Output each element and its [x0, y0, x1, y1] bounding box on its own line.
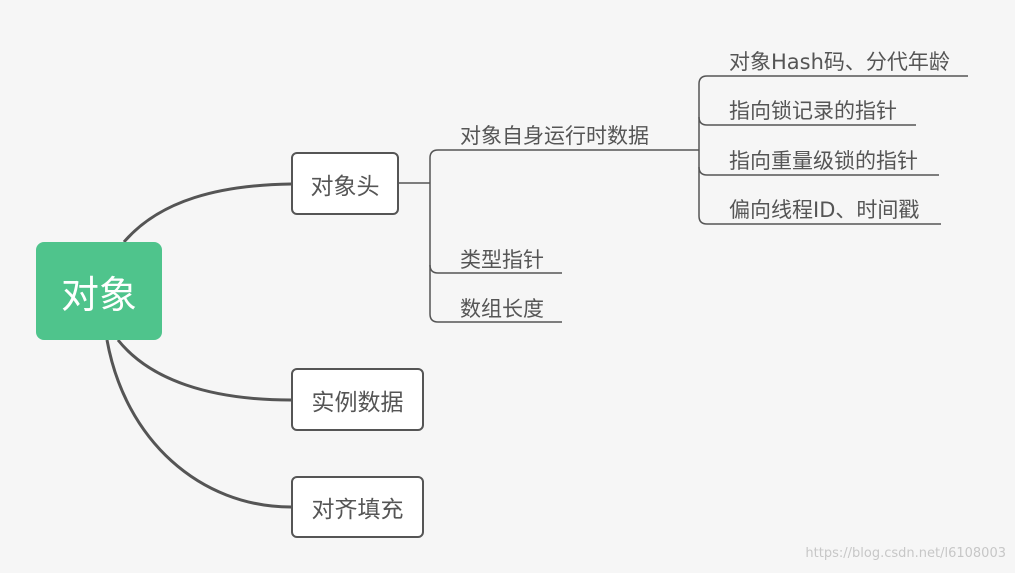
node-instance-data: 实例数据	[291, 368, 424, 431]
link-header-bracket	[429, 149, 439, 323]
leaf-mark-word: 对象自身运行时数据	[460, 124, 649, 148]
leaf-heavyweight-lock-pointer: 指向重量级锁的指针	[729, 149, 918, 173]
leaf-class-pointer: 类型指针	[460, 248, 544, 272]
link-lockrecord	[698, 116, 916, 126]
leaf-array-length: 数组长度	[460, 297, 544, 321]
link-heavylock	[698, 166, 939, 176]
link-root-padding	[105, 339, 292, 509]
leaf-lock-record-pointer: 指向锁记录的指针	[729, 99, 897, 123]
root-node-object: 对象	[36, 242, 162, 340]
node-object-header: 对象头	[291, 152, 399, 215]
link-root-instance	[116, 339, 292, 402]
leaf-biased-thread-timestamp: 偏向线程ID、时间戳	[729, 198, 920, 222]
watermark: https://blog.csdn.net/l6108003	[805, 546, 1006, 561]
leaf-hash-age: 对象Hash码、分代年龄	[729, 50, 950, 74]
link-root-header	[122, 182, 292, 243]
link-classptr	[429, 264, 562, 274]
link-markword-bracket	[698, 75, 708, 225]
node-alignment-padding: 对齐填充	[291, 476, 424, 538]
